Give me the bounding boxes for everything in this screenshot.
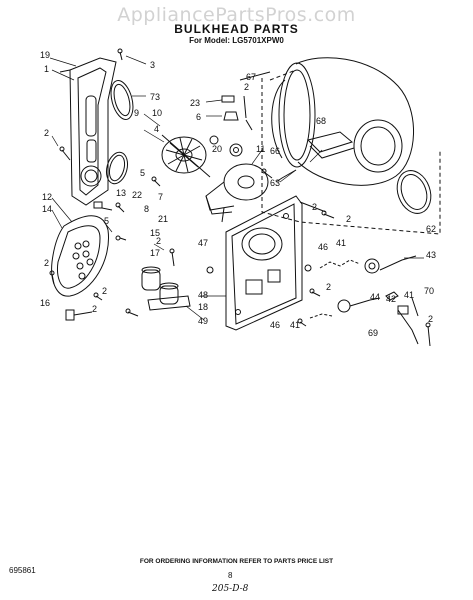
callout-66: 66 xyxy=(270,146,280,156)
callout-12: 12 xyxy=(42,192,52,202)
front-bulkhead-panel xyxy=(59,57,117,206)
callout-70: 70 xyxy=(424,286,434,296)
callout-2-f: 2 xyxy=(156,236,161,246)
front-seal xyxy=(110,80,134,120)
callout-41-c: 41 xyxy=(290,320,300,330)
callout-67: 67 xyxy=(246,72,256,82)
callout-5-b: 5 xyxy=(104,216,109,226)
callout-20: 20 xyxy=(212,144,222,154)
handwritten-note: 205-D-8 xyxy=(212,584,249,594)
callout-10: 10 xyxy=(152,108,162,118)
callout-49: 49 xyxy=(198,316,208,326)
callout-2-a: 2 xyxy=(244,82,249,92)
callout-leaders xyxy=(49,55,424,321)
callout-46-a: 46 xyxy=(318,242,328,252)
blower-wheel xyxy=(161,134,211,178)
callout-16: 16 xyxy=(40,298,50,308)
callout-1: 1 xyxy=(44,64,49,74)
callout-63: 63 xyxy=(270,178,280,188)
callout-2-e: 2 xyxy=(44,258,49,268)
callout-21: 21 xyxy=(158,214,168,224)
rear-bulkhead-panel xyxy=(225,195,327,331)
callout-3: 3 xyxy=(150,60,155,70)
blower-housing xyxy=(205,163,269,223)
callout-labels: 19 1 3 73 67 23 6 2 9 10 4 2 20 11 66 68… xyxy=(40,50,436,338)
callout-43: 43 xyxy=(426,250,436,260)
callout-48: 48 xyxy=(198,290,208,300)
callout-13: 13 xyxy=(116,188,126,198)
callout-22: 22 xyxy=(132,190,142,200)
drum-leader-lines xyxy=(261,69,441,235)
callout-44: 44 xyxy=(370,292,380,302)
callout-62: 62 xyxy=(426,224,436,234)
callout-2-j: 2 xyxy=(428,314,433,324)
rear-seal xyxy=(396,170,432,214)
callout-18: 18 xyxy=(198,302,208,312)
callout-2-h: 2 xyxy=(92,304,97,314)
screws xyxy=(49,48,431,347)
motor-parts xyxy=(65,266,191,321)
callout-69: 69 xyxy=(368,328,378,338)
callout-2-b: 2 xyxy=(44,128,49,138)
callout-2-g: 2 xyxy=(102,286,107,296)
clip-parts xyxy=(209,95,253,157)
seal-ring xyxy=(105,151,129,185)
callout-41-a: 41 xyxy=(336,238,346,248)
idler-assembly xyxy=(309,255,419,345)
page-number: 8 xyxy=(228,571,233,580)
callout-68: 68 xyxy=(316,116,326,126)
callout-14: 14 xyxy=(42,204,52,214)
model-line: For Model: LG5701XPW0 xyxy=(189,36,284,45)
callout-19: 19 xyxy=(40,50,50,60)
document-number: 695861 xyxy=(9,566,36,575)
motor-cover xyxy=(51,201,113,297)
callout-17: 17 xyxy=(150,248,160,258)
watermark: AppliancePartsPros.com xyxy=(117,4,356,26)
callout-5-a: 5 xyxy=(140,168,145,178)
callout-2-c: 2 xyxy=(312,202,317,212)
callout-73: 73 xyxy=(150,92,160,102)
callout-42: 42 xyxy=(386,294,396,304)
callout-4: 4 xyxy=(154,124,159,134)
callout-15: 15 xyxy=(150,228,160,238)
callout-6: 6 xyxy=(196,112,201,122)
callout-46-b: 46 xyxy=(270,320,280,330)
callout-9: 9 xyxy=(134,108,139,118)
callout-23: 23 xyxy=(190,98,200,108)
drum xyxy=(239,57,414,186)
callout-7: 7 xyxy=(158,192,163,202)
diagram-title: BULKHEAD PARTS xyxy=(174,22,299,36)
callout-41-b: 41 xyxy=(404,290,414,300)
callout-2-d: 2 xyxy=(346,214,351,224)
ordering-note: FOR ORDERING INFORMATION REFER TO PARTS … xyxy=(139,558,334,565)
callout-11: 11 xyxy=(256,144,265,154)
callout-8: 8 xyxy=(144,204,149,214)
callout-2-i: 2 xyxy=(326,282,331,292)
callout-47: 47 xyxy=(198,238,208,248)
